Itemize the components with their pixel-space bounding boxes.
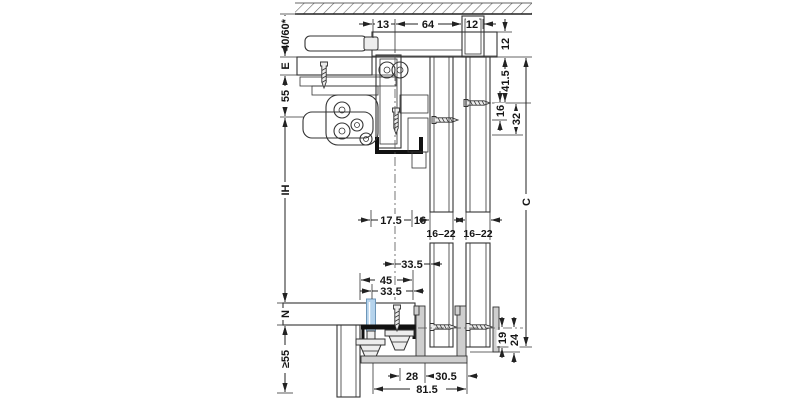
dim-group-lower-right: 19 24	[496, 317, 521, 363]
dim-label-mid-16: 16	[414, 215, 426, 227]
dim-label-28: 28	[406, 371, 418, 383]
bottom-assembly	[282, 298, 500, 398]
pulley-wheel	[378, 61, 396, 79]
dim-label-81-5: 81.5	[416, 384, 437, 396]
dim-label-45: 45	[380, 275, 392, 287]
ceiling-hatch	[295, 2, 532, 15]
dim-label-left-n: N	[280, 310, 292, 318]
dim-label-panel2-16-22: 16–22	[463, 228, 492, 240]
dim-label-panel1-16-22: 16–22	[426, 228, 455, 240]
track-housing	[371, 31, 498, 58]
vertical-panel-a	[429, 56, 454, 348]
dim-label-left-e: E	[280, 62, 292, 69]
door-leaf-upper	[304, 35, 379, 52]
pulley-wheel	[391, 61, 409, 79]
dim-label-top-13: 13	[377, 19, 389, 31]
dim-label-33-5-upper: 33.5	[401, 259, 422, 271]
dim-label-right-41-5: 41.5	[500, 70, 512, 91]
screw-runner	[392, 107, 400, 135]
dim-label-left-ih: IH	[280, 184, 292, 195]
dim-label-right-16: 16	[495, 105, 507, 117]
centerlines	[394, 55, 523, 329]
dim-label-19: 19	[497, 332, 509, 344]
pivot-plate	[299, 76, 397, 96]
extension-lines	[277, 13, 532, 394]
panel-connector	[399, 94, 429, 169]
glide-foot-left	[355, 330, 386, 360]
door-leaf-lower	[302, 111, 374, 139]
top-track-assembly	[296, 15, 498, 169]
dim-group-center: 33.5 45 33.5	[360, 258, 442, 298]
dim-col-right: 12 41.5 16 32 C	[494, 19, 533, 346]
dim-label-left-angle: 40/60*	[280, 18, 292, 51]
screw-panel-b-lower	[465, 323, 493, 331]
dim-label-33-5-lower: 33.5	[380, 286, 401, 298]
screw-top-board	[320, 61, 328, 89]
screw-panel-a-lower	[429, 323, 457, 331]
door-profile-channel	[375, 137, 423, 154]
runner-profile	[375, 54, 423, 154]
dim-col-left: 40/60* E 55 IH N ≥55	[279, 15, 292, 392]
dim-label-24: 24	[509, 333, 521, 346]
dim-row-bottom: 28 30.5 81.5	[374, 370, 478, 396]
screw-panel-a-upper	[431, 116, 459, 124]
vertical-panel-b	[465, 56, 491, 348]
dim-label-left-55: 55	[280, 90, 292, 102]
hinge-bracket	[325, 94, 379, 146]
top-board	[296, 56, 396, 76]
dim-label-right-c: C	[521, 198, 533, 206]
dim-label-mid-17-5: 17.5	[380, 215, 401, 227]
guide-track	[360, 305, 500, 364]
dim-label-right-32: 32	[511, 113, 523, 125]
dim-label-top-64: 64	[422, 19, 435, 31]
bottom-left-panel	[336, 324, 361, 398]
dim-label-left-ge55: ≥55	[280, 350, 292, 368]
dim-row-middle: 17.5 16 16–22 16–22	[358, 214, 502, 240]
dim-label-right-12: 12	[500, 38, 512, 50]
dim-row-top: 13 64 12	[359, 18, 496, 31]
dim-label-30-5: 30.5	[435, 371, 456, 383]
dim-label-top-12: 12	[466, 19, 478, 31]
glide-foot-right	[384, 329, 415, 351]
